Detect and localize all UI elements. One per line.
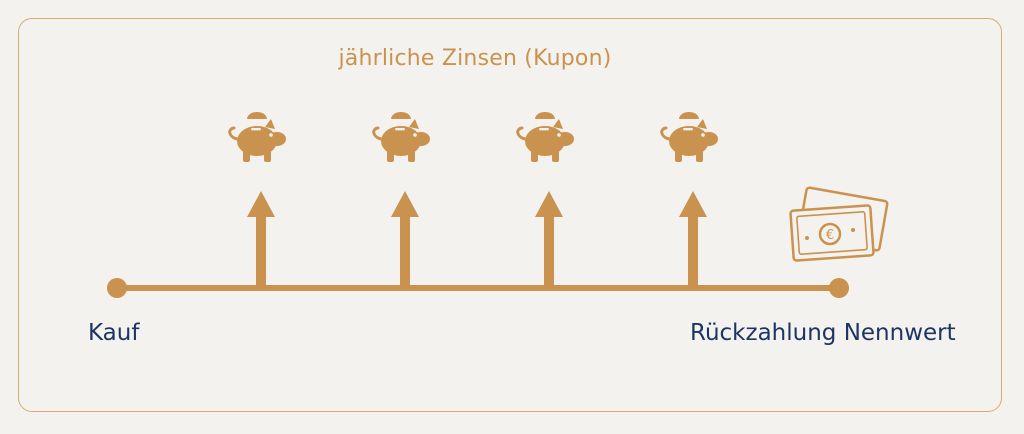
svg-text:€: € (826, 228, 834, 243)
diagram-title: jährliche Zinsen (Kupon) (338, 46, 612, 71)
diagram-frame (18, 18, 1002, 412)
start-point (107, 278, 127, 298)
coupon-arrow (391, 191, 419, 287)
banknotes-euro-icon: € (789, 186, 889, 262)
end-point (829, 278, 849, 298)
coupon-arrow (535, 191, 563, 287)
piggy-bank-icon (228, 110, 288, 164)
coupon-arrow (247, 191, 275, 287)
coupon-arrow (679, 191, 707, 287)
piggy-bank-icon (660, 110, 720, 164)
piggy-bank-icon (516, 110, 576, 164)
label-purchase: Kauf (88, 320, 140, 346)
label-repayment: Rückzahlung Nennwert (690, 320, 956, 346)
piggy-bank-icon (372, 110, 432, 164)
